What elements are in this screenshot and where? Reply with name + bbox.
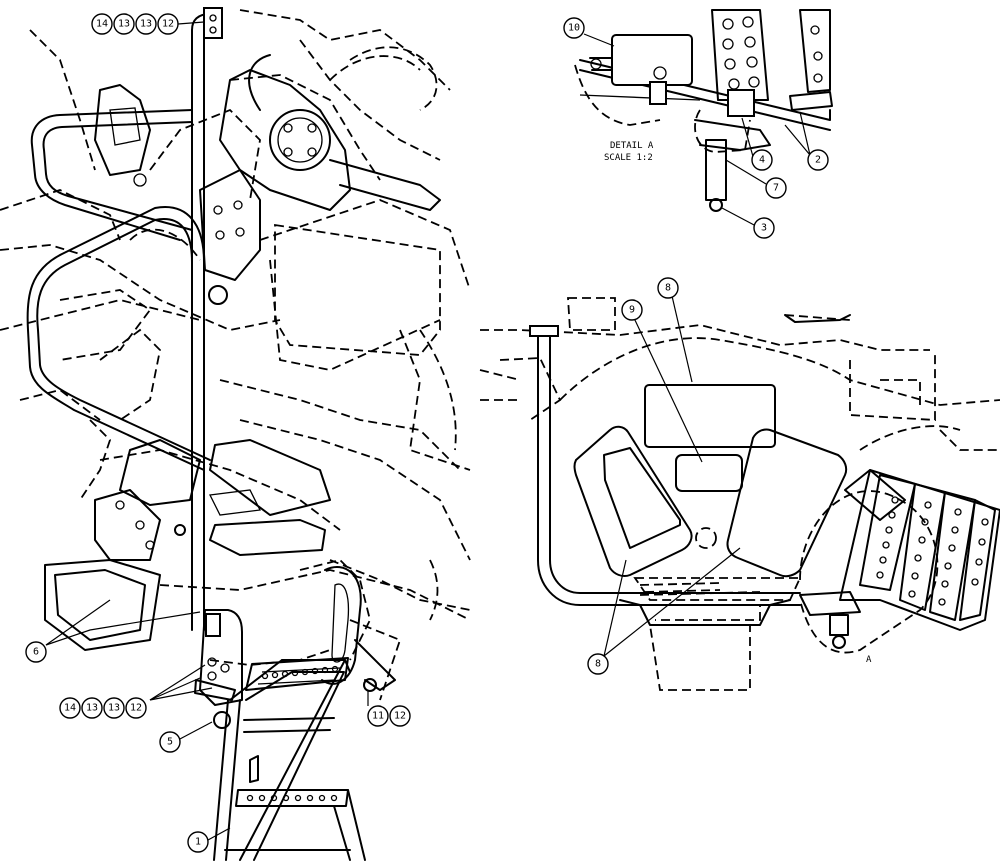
svg-text:13: 13 [118,19,130,30]
svg-text:3: 3 [761,223,767,234]
grating-holes [876,496,989,606]
part-callouts: 14 13 13 12 6 14 13 13 12 11 12 5 1 10 2… [25,13,829,853]
detail-a-label: DETAIL A SCALE 1:2 [604,141,654,163]
detail-title: DETAIL A [610,141,654,151]
svg-text:5: 5 [167,737,173,748]
callout-12-right: 12 [389,705,411,727]
svg-text:12: 12 [394,711,406,722]
handrail-tube [26,7,223,631]
floor-plates [573,384,848,578]
callout-6: 6 [25,641,47,663]
ladder-bracket [194,609,243,729]
svg-text:11: 11 [372,711,384,722]
callout-13-top-b: 13 [135,13,157,35]
svg-text:7: 7 [773,183,779,194]
svg-text:13: 13 [86,703,98,714]
svg-text:14: 14 [64,703,76,714]
access-ladder [213,657,366,861]
machine-body-outline [0,9,471,701]
callout-13-top-a: 13 [113,13,135,35]
ladder-top-step [245,657,349,691]
callout-8-top: 8 [657,277,679,299]
callout-14-bottom: 14 [59,697,81,719]
svg-text:6: 6 [33,647,39,658]
section-marker: A [866,655,872,665]
svg-text:8: 8 [665,283,671,294]
svg-text:4: 4 [759,155,765,166]
callout-13-bottom-a: 13 [81,697,103,719]
callout-2: 2 [807,149,829,171]
side-handrail [529,325,801,606]
svg-text:10: 10 [568,23,580,34]
svg-text:13: 13 [140,19,152,30]
callout-4: 4 [751,149,773,171]
callout-10: 10 [563,17,585,39]
left-view [0,7,471,861]
right-view: A [479,297,1000,691]
svg-text:2: 2 [815,155,821,166]
callout-13-bottom-b: 13 [103,697,125,719]
svg-text:9: 9 [629,305,635,316]
svg-text:12: 12 [162,19,174,30]
detail-a-view: DETAIL A SCALE 1:2 [574,9,833,212]
side-step-grating [799,469,1000,649]
callout-8-bottom: 8 [587,653,609,675]
svg-text:13: 13 [108,703,120,714]
callout-5: 5 [159,731,181,753]
svg-text:12: 12 [130,703,142,714]
callout-11: 11 [367,705,389,727]
callout-12-bottom: 12 [125,697,147,719]
callout-9: 9 [621,299,643,321]
callout-12-top: 12 [157,13,179,35]
svg-text:14: 14 [96,19,108,30]
svg-text:1: 1 [195,837,201,848]
callout-3: 3 [753,217,775,239]
ladder-lower-step [235,789,349,807]
svg-text:8: 8 [595,659,601,670]
callout-7: 7 [765,177,787,199]
callout-14-top: 14 [91,13,113,35]
detail-scale: SCALE 1:2 [604,153,653,163]
callout-1: 1 [187,831,209,853]
